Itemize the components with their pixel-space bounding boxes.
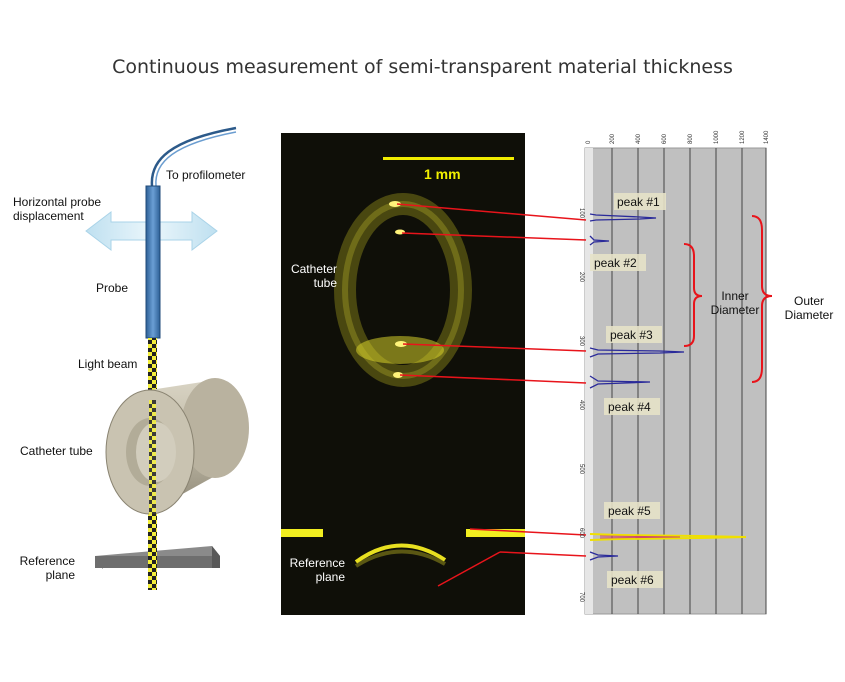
signal-peak-6 [589,551,619,561]
probe-displacement-label: Horizontal probe displacement [13,195,102,223]
top-tick-label: 1400 [764,130,770,144]
peak-5-label: peak #5 [608,504,651,518]
reference-plane-label: Reference plane [19,554,75,582]
peak-6-label: peak #6 [611,573,654,587]
left-tick-label: 500 [578,464,584,475]
image-catheter-label: Catheter tube [290,262,337,290]
top-tick-label: 1000 [714,130,720,144]
signal-peak-3 [589,347,685,358]
catheter-tube-label: Catheter tube [20,444,93,458]
figure-title: Continuous measurement of semi-transpare… [112,56,733,78]
top-tick-label: 800 [688,133,694,144]
probe-label: Probe [96,281,129,295]
top-tick-label: 600 [662,133,668,144]
probe-body [145,185,161,339]
signal-peak-5 [589,533,747,541]
plot-ticks: 0 200 400 600 800 1000 1200 1400 100 200… [578,130,770,603]
scale-bar-label: 1 mm [424,166,461,182]
probe-schematic [85,126,249,590]
signal-peak-1 [589,213,657,222]
signal-peak-4 [589,375,651,389]
left-tick-label: 600 [578,528,584,539]
peak-3-label: peak #3 [610,328,653,342]
left-tick-label: 300 [578,336,584,347]
left-tick-label: 200 [578,272,584,283]
signal-plot [584,147,767,615]
peak-4-label: peak #4 [608,400,651,414]
inner-diameter-brace [683,243,703,347]
left-tick-label: 700 [578,592,584,603]
oct-image [281,133,525,615]
top-tick-label: 0 [586,140,592,144]
left-tick-label: 400 [578,400,584,411]
left-tick-label: 100 [578,208,584,219]
light-beam-label: Light beam [78,357,138,371]
to-profilometer-label: To profilometer [166,168,246,182]
top-tick-label: 1200 [740,130,746,144]
connector-lines [396,203,587,557]
outer-diameter-label: Outer Diameter [784,294,834,322]
inner-diameter-label: Inner Diameter [710,289,760,317]
peak-1-label: peak #1 [617,195,660,209]
scale-bar [383,157,514,160]
fiber-cable [150,126,237,187]
outer-diameter-brace [751,215,773,383]
image-reference-label: Reference plane [289,556,345,584]
catheter-cylinder-icon [105,378,249,515]
top-tick-label: 200 [610,133,616,144]
top-tick-label: 400 [636,133,642,144]
signal-peak-2 [589,235,610,246]
peak-2-label: peak #2 [594,256,637,270]
